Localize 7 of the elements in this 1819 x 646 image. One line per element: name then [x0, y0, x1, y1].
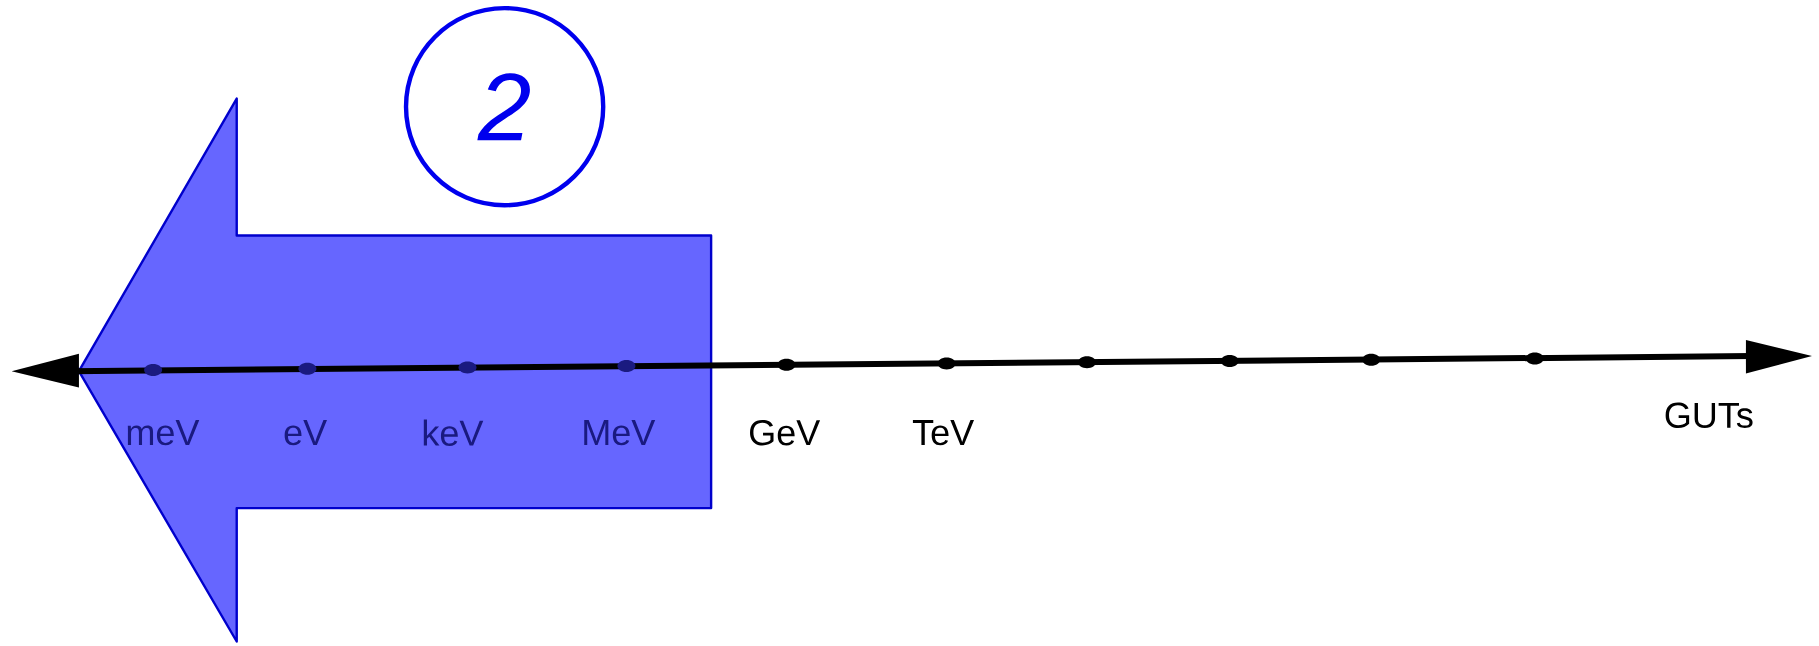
scale-label: TeV — [912, 420, 974, 446]
scale-label: GeV — [750, 419, 821, 446]
scale-label: MeV — [584, 420, 656, 446]
scale-label: GUTs — [1665, 402, 1753, 429]
scale-label: keV — [423, 419, 484, 446]
scale-label: eV — [284, 420, 327, 446]
scale-label: meV — [127, 420, 200, 446]
